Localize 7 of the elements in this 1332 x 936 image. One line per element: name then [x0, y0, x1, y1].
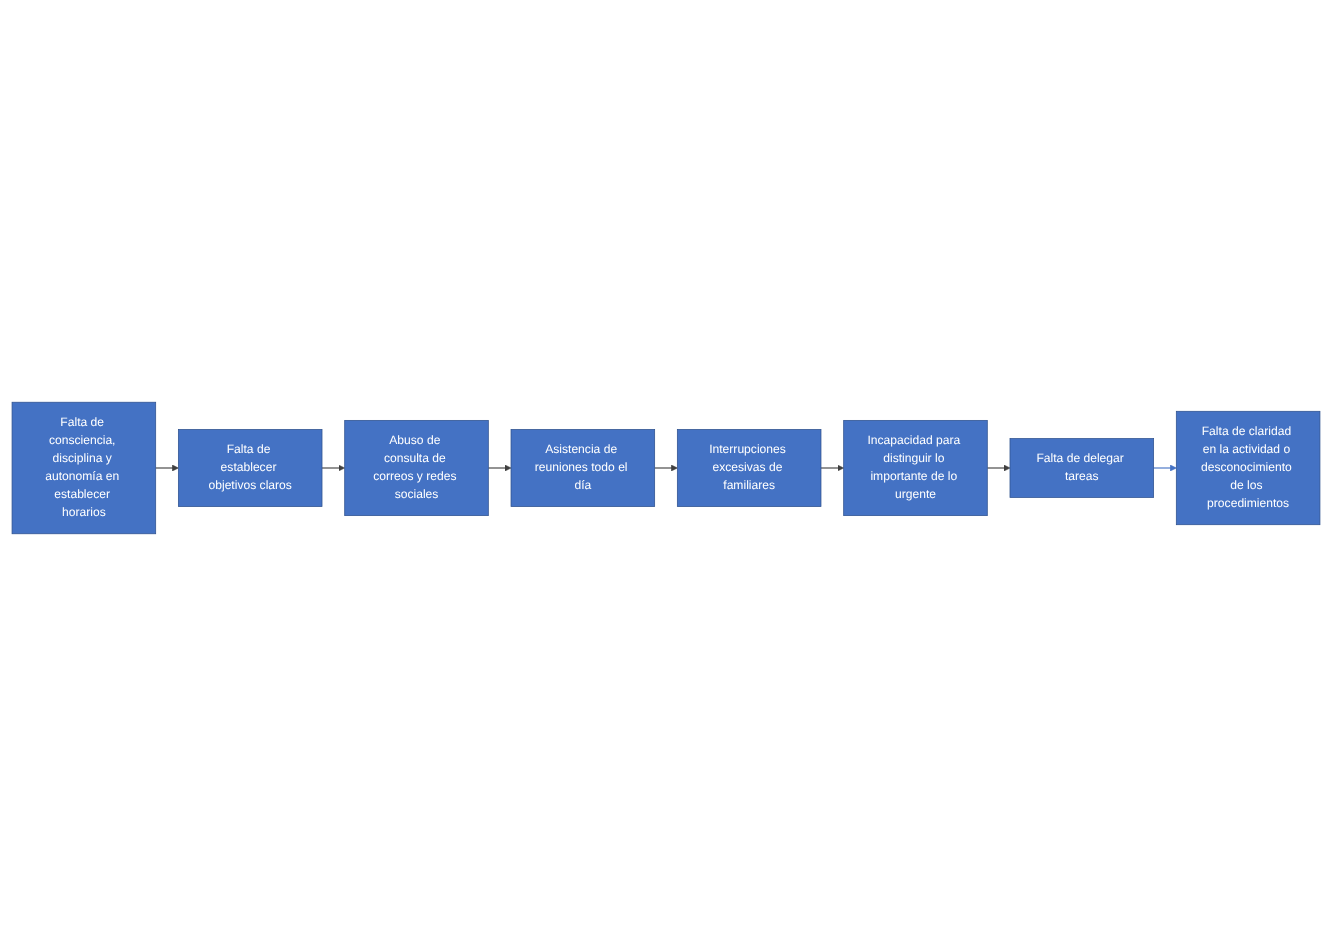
- arrow: [654, 464, 678, 472]
- arrow: [1153, 464, 1177, 472]
- arrow: [321, 464, 345, 472]
- arrow: [487, 464, 512, 472]
- arrow: [820, 464, 844, 472]
- arrow: [155, 464, 179, 472]
- arrow: [986, 464, 1011, 472]
